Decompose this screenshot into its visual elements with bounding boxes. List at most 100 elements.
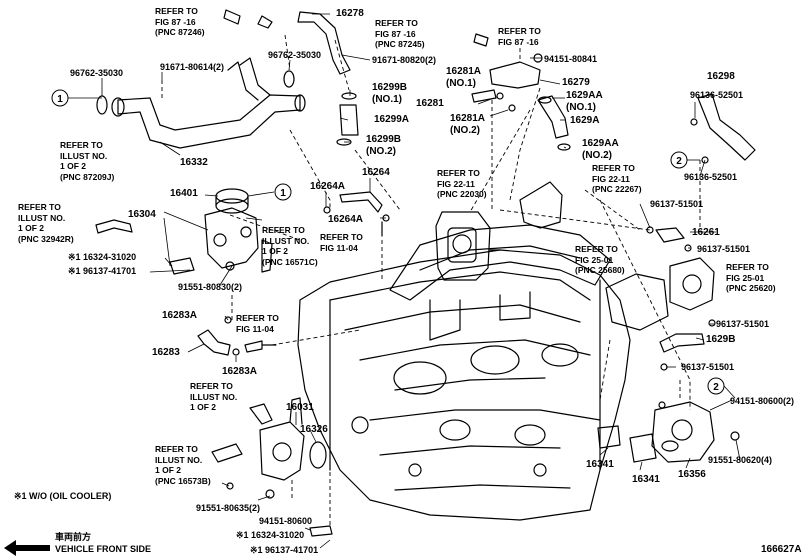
label-16356: 16356 (678, 469, 706, 480)
label-16299a: 16299A (374, 114, 410, 125)
label-refer-illust-16571c: REFER TO ILLUST NO. 1 OF 2 (PNC 16571C) (262, 225, 318, 267)
label-94151-80841: 94151-80841 (544, 54, 598, 64)
label-refer-illust-87209j: REFER TO ILLUST NO. 1 OF 2 (PNC 87209J) (60, 140, 115, 182)
label-refer-illust-16573b: REFER TO ILLUST NO. 1 OF 2 (PNC 16573B) (155, 444, 211, 486)
hose-16283 (197, 329, 231, 356)
label-16332: 16332 (180, 157, 208, 168)
label-96136-52501-b: 96136-52501 (684, 172, 738, 182)
intake-manifold (389, 224, 611, 301)
hose-16261 (655, 227, 685, 243)
outlet-16279 (489, 61, 541, 89)
gasket-16326 (309, 441, 327, 469)
label-96137-41701-a: ※1 96137-41701 (68, 266, 137, 276)
callout-2-upper: 2 (676, 156, 682, 167)
label-16283a-b: 16283A (222, 366, 258, 377)
label-16279: 16279 (562, 77, 590, 88)
diagram-id: 166627A (761, 544, 802, 555)
label-16304: 16304 (128, 209, 156, 220)
label-16401: 16401 (170, 188, 198, 199)
label-16278: 16278 (336, 8, 364, 19)
label-16281: 16281 (416, 98, 444, 109)
label-96137-51501-c: 96137-51501 (716, 319, 770, 329)
label-91551-80620: 91551-80620(4) (708, 455, 773, 465)
gasket-96762-b (283, 70, 295, 88)
label-91551-80830: 91551-80830(2) (178, 282, 243, 292)
label-91671-80820: 91671-80820(2) (372, 55, 437, 65)
egr-valve-25620 (669, 257, 715, 311)
reference-lines (161, 34, 701, 525)
callout-numbers: 1 1 2 2 (57, 94, 719, 393)
label-refer-fig-87-16-pnc-87245: REFER TO FIG 87 -16 (PNC 87245) (375, 18, 425, 49)
label-96137-51501-a: 96137-51501 (650, 199, 704, 209)
vehicle-front-arrow-icon (4, 540, 50, 556)
label-16264a-b: 16264A (328, 214, 364, 225)
bypass-pipe (169, 257, 195, 275)
hose-1629b (659, 333, 705, 353)
label-16341-a: 16341 (586, 459, 614, 470)
label-refer-fig-22-11-pnc-22030: REFER TO FIG 22-11 (PNC 22030) (437, 168, 487, 199)
label-96137-41701-b: ※1 96137-41701 (250, 545, 319, 555)
label-refer-fig-87-16-pnc-87246: REFER TO FIG 87 -16 (PNC 87246) (155, 6, 205, 37)
label-refer-fig-11-04-b: REFER TO FIG 11-04 (236, 313, 279, 334)
vehicle-front-label: VEHICLE FRONT SIDE (55, 544, 152, 554)
label-16298: 16298 (707, 71, 735, 82)
label-16261: 16261 (692, 227, 720, 238)
label-94151-80600-2: 94151-80600(2) (730, 396, 795, 406)
label-94151-80600: 94151-80600 (259, 516, 313, 526)
label-1629a: 1629A (570, 115, 600, 126)
label-96137-51501-d: 96137-51501 (681, 362, 735, 372)
hose-16573b (211, 443, 243, 463)
water-outlet-16356 (651, 401, 715, 463)
label-refer-illust-32942r: REFER TO ILLUST NO. 1 OF 2 (PNC 32942R) (18, 202, 74, 244)
label-refer-fig-87-16: REFER TO FIG 87 -16 (498, 26, 541, 47)
hose-16278 (297, 11, 351, 75)
label-16264a-a: 16264A (310, 181, 346, 192)
gasket-16341-a (597, 425, 621, 449)
leader-lines (101, 13, 741, 549)
label-16341-b: 16341 (632, 474, 660, 485)
label-91551-80635: 91551-80635(2) (196, 503, 261, 513)
label-16324-31020-a: ※1 16324-31020 (68, 252, 137, 262)
bracket-22267 (519, 181, 563, 229)
callout-circles (51, 89, 725, 395)
label-16326: 16326 (300, 424, 328, 435)
label-refer-fig-11-04-a: REFER TO FIG 11-04 (320, 232, 363, 253)
label-16299b-no1: 16299B (NO.1) (372, 82, 408, 105)
callout-1-mid: 1 (280, 188, 286, 199)
hose-clamp-a (223, 9, 241, 25)
label-91671-80614: 91671-80614(2) (160, 62, 225, 72)
hose-16299a (339, 104, 359, 136)
note-without-oil-cooler: ※1 W/O (OIL COOLER) (14, 491, 112, 501)
label-refer-illust-1-of-2: REFER TO ILLUST NO. 1 OF 2 (190, 381, 238, 412)
egr-cooler-25680 (605, 273, 669, 331)
vehicle-front-jp-label: 車両前方 (55, 532, 92, 542)
label-refer-fig-22-11-pnc-22267: REFER TO FIG 22-11 (PNC 22267) (592, 163, 642, 194)
label-1629aa-no1: 1629AA (NO.1) (566, 90, 603, 113)
hose-1629a (537, 95, 569, 139)
label-96762-35030-b: 96762-35030 (268, 50, 322, 60)
water-pipe-16332 (111, 57, 306, 149)
callout-2-lower: 2 (713, 382, 719, 393)
label-16281a-no1: 16281A (NO.1) (446, 66, 482, 89)
hose-refer-32942 (95, 219, 133, 234)
label-16281a-no2: 16281A (NO.2) (450, 113, 486, 136)
label-refer-fig-25-01-pnc-25680: REFER TO FIG 25-01 (PNC 25680) (575, 244, 625, 275)
hose-clamp-b (257, 15, 273, 29)
label-1629aa-no2: 1629AA (NO.2) (582, 138, 619, 161)
engine-block (297, 249, 631, 521)
label-16324-31020-b: ※1 16324-31020 (236, 530, 305, 540)
gasket-16341-b (629, 433, 657, 463)
label-1629b: 1629B (706, 334, 736, 345)
hose-clamp-c (473, 33, 489, 47)
water-inlet-16031 (259, 397, 305, 481)
label-96137-51501-b: 96137-51501 (697, 244, 751, 254)
hose-refer-1of2 (249, 403, 273, 425)
label-refer-fig-25-01-pnc-25620: REFER TO FIG 25-01 (PNC 25620) (726, 262, 776, 293)
label-96762-35030-a: 96762-35030 (70, 68, 124, 78)
hose-16281 (471, 89, 497, 103)
label-16031: 16031 (286, 402, 314, 413)
hose-16298 (697, 93, 756, 161)
label-16299b-no2: 16299B (NO.2) (366, 134, 402, 157)
label-96136-52501-a: 96136-52501 (690, 90, 744, 100)
